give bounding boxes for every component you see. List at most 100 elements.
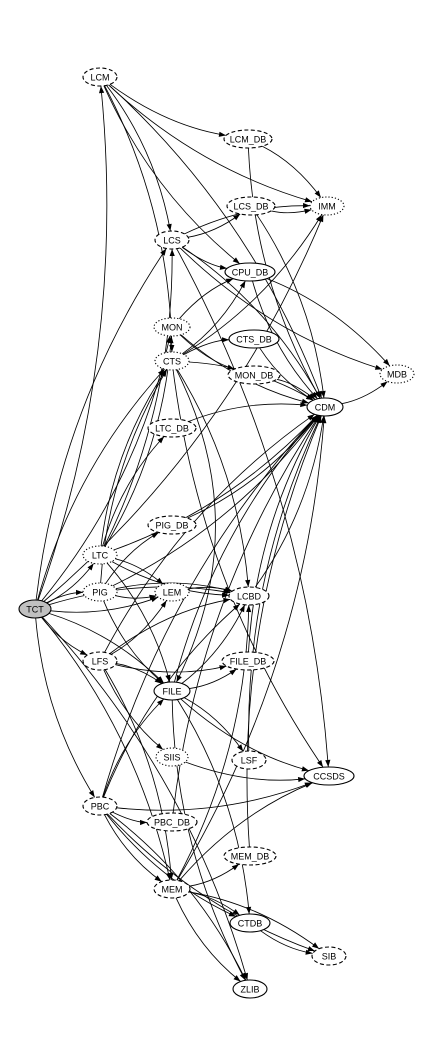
node-ellipse-siis (155, 747, 189, 767)
edge-tct-to-lcs (35, 248, 167, 601)
arrowhead-file-to-lsf (237, 744, 244, 752)
edge-tct-to-lem (50, 596, 159, 613)
edges-layer (35, 83, 391, 982)
node-ellipse-mon (153, 317, 191, 337)
edge-pbc-to-lcbd (103, 603, 241, 798)
node-lcm: LCM (82, 67, 118, 87)
arrowhead-lcs-to-ccsds (325, 759, 331, 767)
node-mon: MON (153, 317, 191, 337)
arrowhead-pbc-to-pbc_db (140, 819, 147, 826)
arrowhead-ctdb-to-sib (305, 949, 313, 955)
edge-lcs-to-ccsds (176, 248, 329, 768)
node-pig: PIG (82, 582, 118, 602)
edge-pbc-to-ccsds (116, 782, 313, 811)
arrowhead-cts-to-lcbd (245, 579, 251, 587)
edge-tct-to-cts (37, 368, 165, 601)
arrowhead-lcm-to-lcs (166, 223, 172, 231)
arrowhead-lfs-to-siis (156, 743, 163, 750)
arrowhead-pig-to-cts (161, 369, 167, 377)
node-label: CDM (315, 403, 336, 413)
edge-cts-to-file (176, 369, 216, 683)
node-label: PBC (91, 802, 110, 812)
node-mon-db: MON_DB (227, 365, 281, 385)
arrowhead-cts-to-cts_db (222, 337, 230, 343)
node-ellipse-ltc (82, 545, 118, 565)
edge-pbc-to-sib (107, 813, 316, 952)
node-label: FILE_DB (230, 657, 267, 667)
node-label: LFS (92, 657, 109, 667)
arrowhead-lcm_db-to-cdm (314, 391, 321, 399)
arrowhead-tct-to-pbc (88, 790, 95, 798)
edge-pig-to-cdm (112, 415, 319, 587)
node-ellipse-lsf (231, 750, 267, 770)
node-ellipse-lfs (82, 651, 118, 671)
arrowhead-tct-to-ltc (87, 563, 94, 571)
node-cdm: CDM (306, 397, 344, 417)
node-ellipse-lcs (154, 230, 190, 250)
edge-lcs-to-cdm (182, 246, 321, 399)
arrowhead-tct-to-lcm (99, 86, 105, 94)
edge-file-to-ccsds (180, 698, 310, 772)
node-ellipse-lcs-db (226, 196, 276, 216)
edge-lsf-to-cdm (248, 415, 322, 752)
edge-file-to-cdm (173, 414, 319, 683)
edge-lcs-to-lcs_db (188, 213, 241, 238)
node-ellipse-pbc (82, 796, 118, 816)
edge-cpu_db-to-cdm (252, 280, 318, 400)
edge-cts-to-imm (182, 214, 323, 355)
arrowhead-ltc_db-to-cdm (300, 402, 308, 408)
node-lcs: LCS (154, 230, 190, 250)
arrowhead-mem-to-ctdb (232, 909, 240, 916)
node-cts-db: CTS_DB (228, 329, 280, 349)
node-ellipse-file-db (221, 651, 275, 671)
arrowhead-mon-to-cdm (301, 398, 309, 404)
arrowhead-pbc-to-ctdb (228, 911, 236, 917)
node-label: CTS (163, 357, 181, 367)
node-tct: TCT (18, 599, 52, 619)
node-lsf: LSF (231, 750, 267, 770)
arrowhead-cts-to-file (176, 674, 182, 683)
edge-lfs-to-file_db (115, 664, 227, 673)
arrowhead-tct-to-pig (76, 589, 83, 596)
node-label: MEM (162, 885, 183, 895)
node-ellipse-cts (154, 351, 190, 371)
edge-pbc-to-ctdb (106, 814, 237, 917)
edge-lfs-to-lem (111, 600, 167, 655)
edge-ltc-to-file (106, 562, 171, 683)
arrowhead-lcs-to-cpu_db (219, 264, 227, 270)
arrowhead-siis-to-ccsds (297, 777, 306, 783)
node-label: CTS_DB (236, 335, 272, 345)
edge-tct-to-file (48, 612, 165, 684)
arrowhead-tct-to-cts (158, 369, 165, 376)
arrowhead-mem_db-to-cdm (316, 415, 322, 424)
arrowhead-mem-to-mem_db (231, 864, 239, 871)
edge-tct-to-lcm (37, 85, 108, 601)
node-ctdb: CTDB (229, 913, 271, 933)
node-label: SIB (322, 952, 337, 962)
arrowhead-pbc-to-mem (154, 875, 162, 882)
arrowhead-lcs-to-mdb (374, 364, 383, 370)
node-file: FILE (153, 681, 191, 701)
node-label: LEM (163, 588, 182, 598)
edge-tct-to-pbc (35, 617, 96, 798)
arrowhead-mon_db-to-cdm (308, 393, 316, 400)
node-label: PIG (92, 588, 108, 598)
node-mem: MEM (153, 879, 191, 899)
node-cpu-db: CPU_DB (224, 262, 276, 282)
node-mem-db: MEM_DB (223, 846, 277, 866)
node-label: LCM (90, 73, 109, 83)
arrowhead-pbc-to-file (157, 699, 164, 706)
node-label: IMM (318, 202, 336, 212)
edge-cdm-to-mdb (341, 381, 388, 405)
arrowhead-lfs-to-file (154, 677, 162, 684)
edge-lfs-to-lcbd (109, 598, 231, 654)
edge-ltc-to-cts (100, 369, 167, 547)
edge-file-to-ctdb (177, 699, 250, 915)
arrowhead-file-to-ccsds (301, 766, 309, 772)
arrowhead-tct-to-lem (150, 597, 159, 603)
node-label: LCS (163, 236, 181, 246)
arrowhead-cts-to-imm (315, 214, 322, 222)
edge-lcm-to-cts (104, 85, 173, 353)
edge-tct-to-imm (43, 214, 324, 602)
